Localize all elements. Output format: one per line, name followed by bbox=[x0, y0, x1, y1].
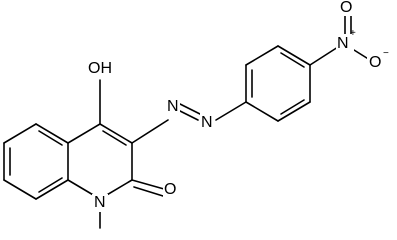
bond bbox=[99, 123, 133, 144]
bond-double-inner bbox=[280, 99, 305, 115]
bond bbox=[35, 123, 69, 144]
bond bbox=[131, 119, 169, 144]
bond bbox=[245, 45, 279, 66]
nitro-oxygen-top-label: O bbox=[340, 0, 352, 16]
bond bbox=[3, 123, 37, 144]
nitro-nitrogen-label: N bbox=[337, 35, 349, 52]
bond-double-inner bbox=[179, 103, 201, 115]
nitro-oxygen-right-label: O bbox=[369, 54, 381, 71]
nitro-nitrogen-charge: + bbox=[350, 28, 356, 39]
bond bbox=[131, 179, 165, 190]
bond bbox=[215, 101, 247, 121]
atom-labels: OH N N N O N + O O − bbox=[86, 0, 389, 212]
nitro-oxygen-charge: − bbox=[383, 48, 389, 59]
bond-double-inner bbox=[280, 52, 305, 68]
carbonyl-oxygen-label: O bbox=[164, 181, 176, 198]
chemical-structure-diagram: OH N N N O N + O O − bbox=[3, 0, 389, 229]
bond-double-inner bbox=[102, 130, 127, 146]
azo-nitrogen-1-label: N bbox=[167, 98, 179, 115]
hydroxyl-label: OH bbox=[88, 60, 112, 77]
bond bbox=[277, 101, 311, 122]
benzo-ring bbox=[3, 123, 69, 200]
bond bbox=[67, 123, 101, 144]
ring-nitrogen-label: N bbox=[94, 194, 106, 211]
bond-double-inner bbox=[38, 177, 63, 193]
bond bbox=[277, 45, 311, 66]
bond bbox=[309, 46, 339, 66]
bond-double-inner bbox=[38, 130, 63, 146]
nitrophenyl-ring bbox=[245, 45, 339, 122]
bond bbox=[35, 179, 69, 200]
azo-nitrogen-2-label: N bbox=[201, 114, 213, 131]
bond-double-inner bbox=[133, 186, 164, 197]
substituent-bonds bbox=[99, 79, 247, 229]
pyridinone-ring bbox=[67, 123, 133, 200]
bond bbox=[177, 109, 199, 121]
bond bbox=[245, 101, 279, 122]
bond bbox=[3, 179, 37, 200]
